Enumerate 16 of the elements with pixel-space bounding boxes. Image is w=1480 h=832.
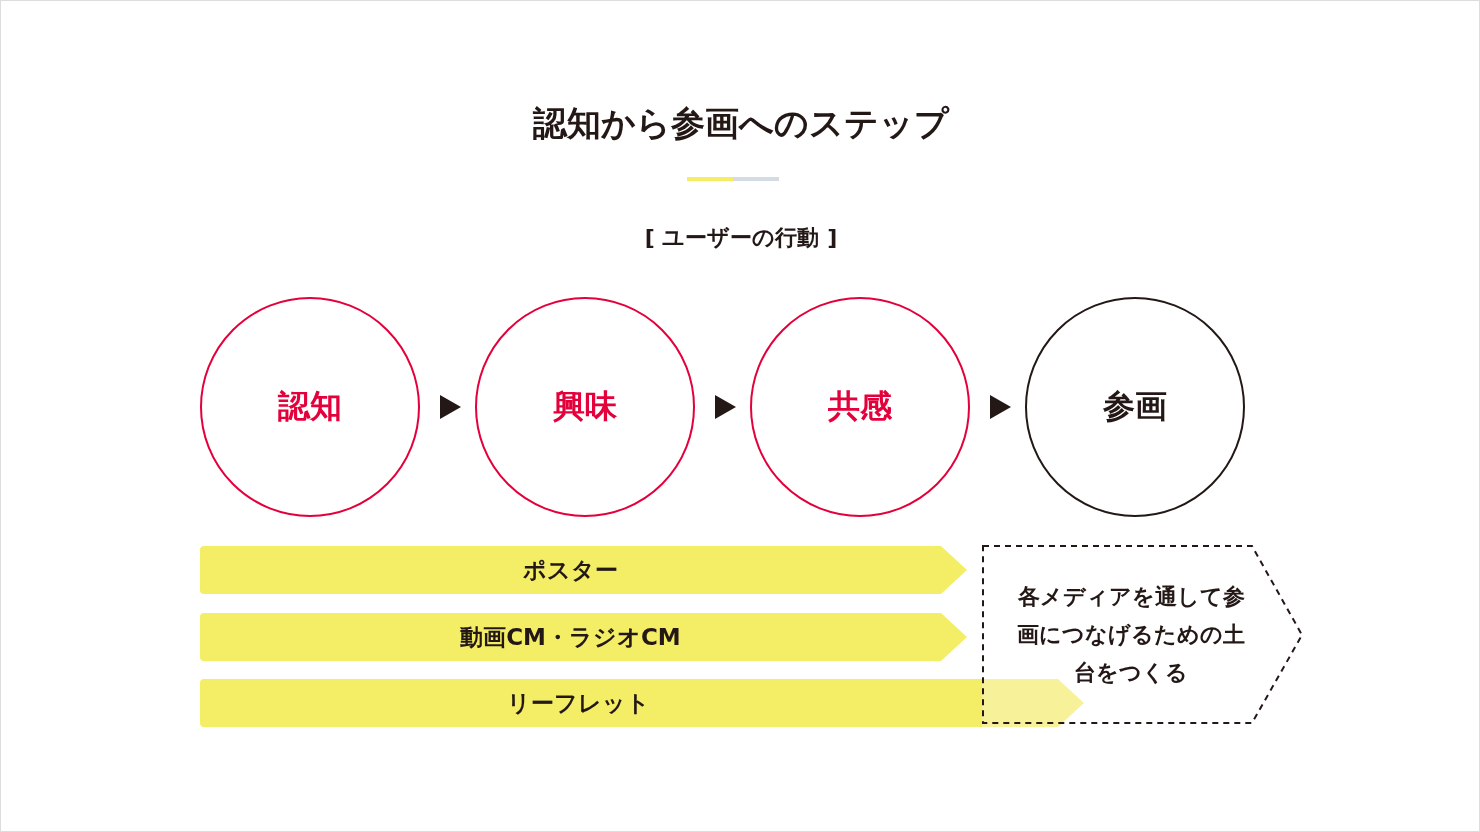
- stage-title: 認知: [278, 386, 342, 427]
- title: 認知から参画へのステップ: [532, 102, 951, 145]
- section-label: [ ユーザーの行動 ]: [643, 224, 839, 252]
- media-name: リーフレット: [506, 688, 651, 718]
- dashed-chevron-note: [982, 545, 1304, 725]
- media-name: 動画CM・ラジオCM: [460, 622, 682, 652]
- media-arrow-bar: [200, 546, 967, 594]
- stage-title: 興味: [553, 386, 617, 427]
- media-arrow-bar: [200, 613, 967, 661]
- arrow: [715, 395, 736, 419]
- note-text: 各メディアを通して参画につなげるための土台をつくる: [1016, 583, 1246, 687]
- media-name: ポスター: [523, 555, 619, 585]
- arrow: [990, 395, 1011, 419]
- arrow: [440, 395, 461, 419]
- stage-title: 共感: [828, 386, 892, 427]
- stage-title: 参画: [1103, 386, 1167, 427]
